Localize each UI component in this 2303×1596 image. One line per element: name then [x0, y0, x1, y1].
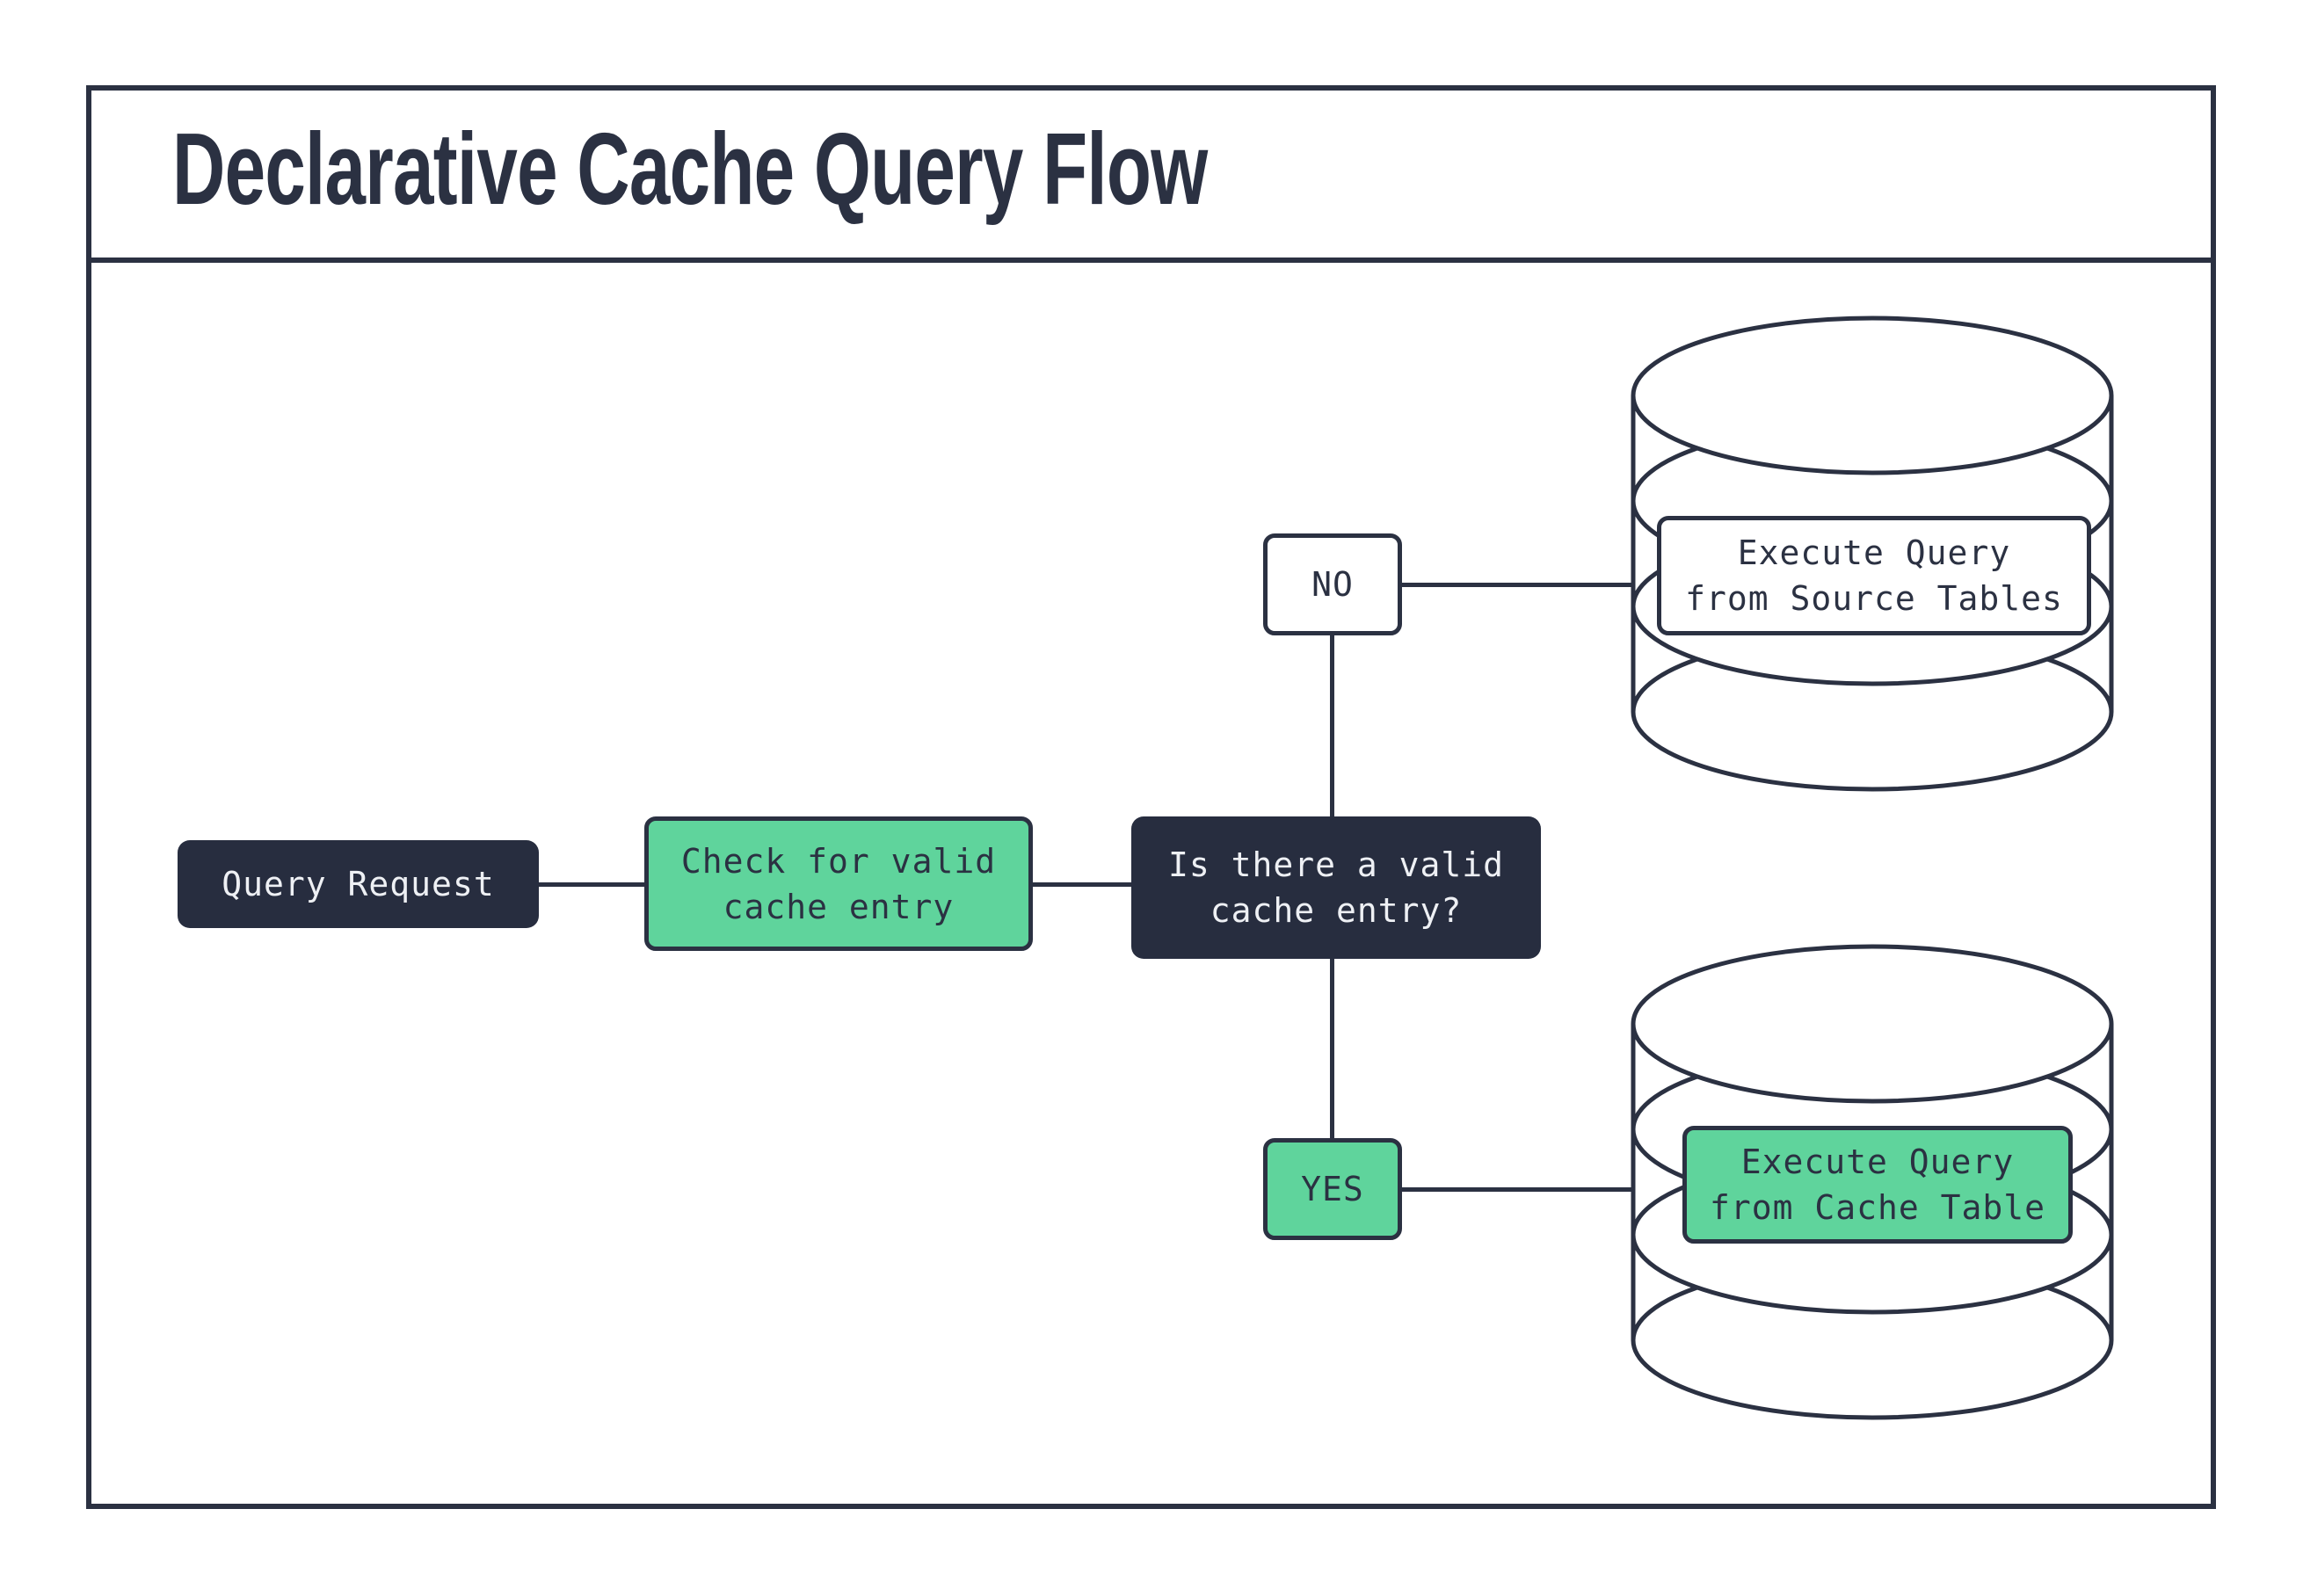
edge-query-to-check: [539, 882, 644, 887]
source-database-icon: [1631, 316, 2114, 792]
node-branch-yes: YES: [1263, 1138, 1402, 1240]
edge-decision-to-no: [1330, 635, 1334, 816]
node-branch-no: NO: [1263, 533, 1402, 635]
edge-yes-to-cache-db: [1402, 1187, 1635, 1192]
edge-check-to-decision: [1033, 882, 1131, 887]
header-divider: [86, 258, 2216, 263]
node-execute-source-tables: Execute Query from Source Tables: [1657, 516, 2091, 635]
diagram-title: Declarative Cache Query Flow: [172, 112, 1208, 226]
node-query-request: Query Request: [178, 840, 539, 928]
edge-decision-to-yes: [1330, 959, 1334, 1138]
edge-no-to-source-db: [1402, 583, 1635, 587]
node-decision-valid-cache: Is there a valid cache entry?: [1131, 816, 1541, 959]
node-execute-cache-table: Execute Query from Cache Table: [1682, 1126, 2073, 1244]
diagram-frame: [86, 85, 2216, 1509]
node-check-cache: Check for valid cache entry: [644, 816, 1033, 951]
